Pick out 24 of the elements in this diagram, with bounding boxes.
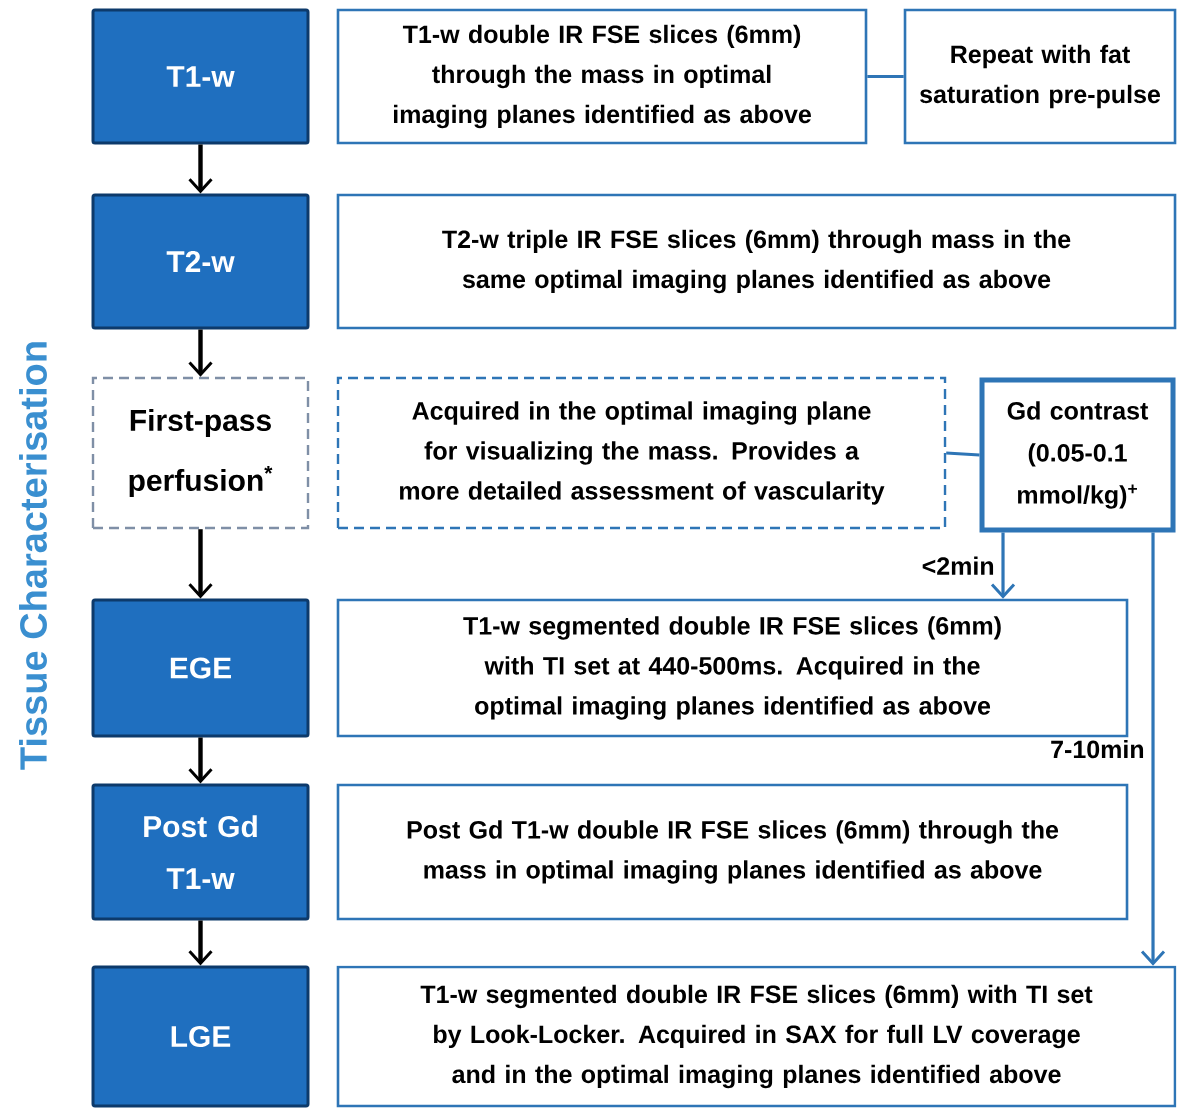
edge-label: <2min <box>919 554 997 577</box>
arrow <box>1140 532 1166 966</box>
arrow <box>188 144 213 194</box>
arrow <box>188 737 213 784</box>
step-box: EGE <box>91 598 310 738</box>
description-box: T1-w segmented double IR FSE slices (6mm) with TI set at 440-500ms. Acquired in the optimal imaging planes identified as above <box>336 598 1129 738</box>
vertical-title: Tissue Characterisation <box>19 342 47 770</box>
optional-description-box: Acquired in the optimal imaging plane for visualizing the mass. Provides a more detailed assessment of vascularity <box>336 376 947 530</box>
optional-step-box: First-pass perfusion$^{*}$ <box>91 376 310 530</box>
contrast-box: Gd contrast (0.05-0.1 mmol/kg)$^{+}$ <box>979 377 1176 533</box>
description-box: Repeat with fat saturation pre-pulse <box>903 8 1177 145</box>
step-box: LGE <box>91 965 310 1108</box>
step-box: T1-w <box>91 8 310 145</box>
step-box: T2-w <box>91 193 310 330</box>
step-box: Post Gd T1-w <box>91 783 310 921</box>
description-box: Post Gd T1-w double IR FSE slices (6mm) through the mass in optimal imaging planes identified as above <box>336 783 1129 921</box>
arrow <box>990 532 1016 599</box>
description-box: T1-w segmented double IR FSE slices (6mm) with TI set by Look-Locker. Acquired in SAX for full LV coverage and in the optimal imaging planes identified above <box>336 965 1177 1108</box>
description-box: T1-w double IR FSE slices (6mm) through the mass in optimal imaging planes identified as above <box>336 8 868 145</box>
arrow <box>188 920 213 966</box>
description-box: T2-w triple IR FSE slices (6mm) through mass in the same optimal imaging planes identified as above <box>336 193 1177 330</box>
arrow <box>188 329 213 377</box>
edge-label: 7-10min <box>1048 737 1147 761</box>
arrow <box>188 529 213 599</box>
